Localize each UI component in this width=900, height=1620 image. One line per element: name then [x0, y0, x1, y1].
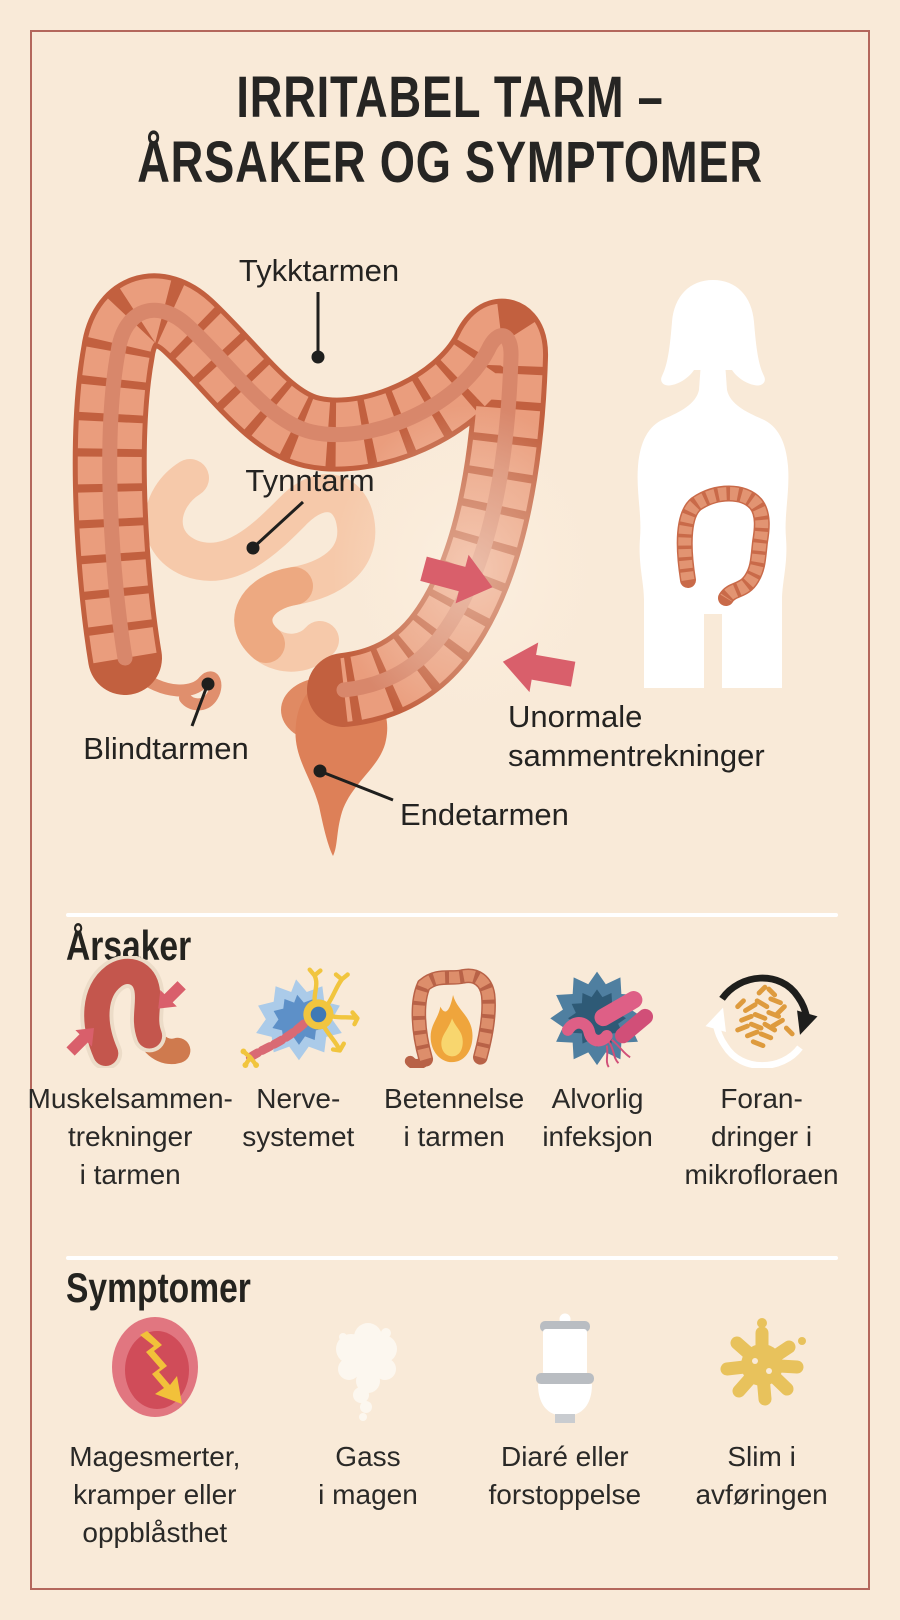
symptom-label-pain: Magesmerter, kramper eller oppblåsthet	[69, 1441, 241, 1549]
symptom-item-pain: Magesmerter, kramper eller oppblåsthet	[40, 1300, 270, 1552]
silhouette-hair	[661, 280, 765, 386]
colon-anatomy-illustration	[72, 273, 610, 856]
symptom-item-mucus: Slim i avføringen	[663, 1300, 860, 1552]
page-title-line1: IRRITABEL TARM –	[236, 65, 664, 130]
bowel-inflammation-icon	[404, 968, 496, 1068]
symptom-label-gas: Gass i magen	[318, 1441, 418, 1511]
symptom-label-mucus: Slim i avføringen	[695, 1441, 828, 1511]
cause-label-infection: Alvorlig infeksjon	[542, 1083, 653, 1153]
toilet-icon	[535, 1313, 594, 1423]
causes-divider	[66, 913, 838, 917]
page-title-line2: ÅRSAKER OG SYMPTOMER	[137, 129, 763, 195]
nervous-system-icon	[240, 967, 360, 1068]
small-intestine-graphic	[144, 459, 376, 672]
symptoms-row: Magesmerter, kramper eller oppblåsthet G…	[40, 1300, 860, 1552]
label-endetarmen: Endetarmen	[400, 797, 569, 832]
symptoms-heading: Symptomer	[66, 1264, 251, 1311]
silhouette-body	[637, 362, 789, 688]
cause-item-inflammation: Betennelse i tarmen	[376, 956, 532, 1194]
cause-item-microflora: Foran- dringer i mikrofloraen	[663, 956, 860, 1194]
label-leader-lines	[190, 292, 394, 802]
label-tykktarmen: Tykktarmen	[238, 253, 400, 288]
contraction-arrow-left	[502, 642, 576, 693]
label-tynntarm: Tynntarm	[245, 463, 375, 498]
stomach-pain-icon	[111, 1317, 198, 1417]
cause-label-inflammation: Betennelse i tarmen	[384, 1083, 525, 1153]
cause-label-microflora: Foran- dringer i mikrofloraen	[684, 1083, 839, 1191]
causes-row: Muskelsammen- trekninger i tarmen	[28, 956, 860, 1194]
label-unormale-sammentrekninger: Unormale sammentrekninger	[508, 699, 765, 773]
symptom-label-toilet: Diaré eller forstoppelse	[488, 1441, 642, 1511]
contraction-arrow-right	[420, 554, 493, 604]
page-title: IRRITABEL TARM – ÅRSAKER OG SYMPTOMER	[99, 65, 801, 196]
muscle-contraction-icon	[66, 956, 191, 1068]
cause-label-muscle: Muskelsammen- trekninger i tarmen	[27, 1083, 233, 1191]
symptoms-divider	[66, 1256, 838, 1260]
severe-infection-icon	[549, 971, 653, 1068]
microflora-change-icon	[705, 974, 818, 1068]
cause-label-nerves: Nerve- systemet	[242, 1083, 355, 1153]
symptom-item-toilet: Diaré eller forstoppelse	[466, 1300, 663, 1552]
label-blindtarmen: Blindtarmen	[83, 731, 249, 766]
cause-item-muscle: Muskelsammen- trekninger i tarmen	[28, 956, 233, 1194]
cause-item-nerves: Nerve- systemet	[220, 956, 376, 1194]
symptom-item-gas: Gass i magen	[270, 1300, 467, 1552]
mucus-icon	[720, 1318, 806, 1406]
gas-icon	[335, 1323, 397, 1421]
silhouette-colon	[676, 485, 770, 606]
female-body-silhouette	[637, 280, 789, 688]
cause-item-infection: Alvorlig infeksjon	[532, 956, 663, 1194]
